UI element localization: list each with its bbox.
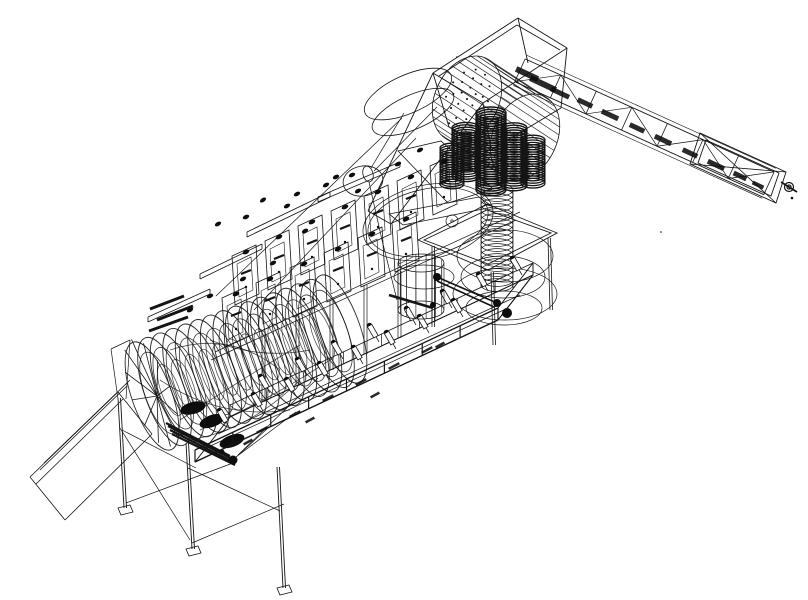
trommel-end-spokes [124, 339, 178, 447]
screen-panels-back-row [231, 154, 458, 306]
trommel-shadow-mass [180, 401, 245, 449]
conveyor-tail-pulley [783, 181, 795, 193]
trommel-hatch-marks [148, 294, 194, 333]
stand-table [416, 203, 559, 271]
frame-stringers [147, 161, 401, 323]
conveyor-material [514, 66, 765, 190]
center-column-coil [480, 183, 514, 292]
stray-specks [456, 56, 794, 233]
stand-bowls [362, 182, 558, 326]
deck-surface-lines [205, 294, 521, 449]
discharge-chute [29, 379, 153, 521]
drum-drive-bar [388, 293, 434, 310]
drum-drive [436, 276, 498, 308]
idler-brackets-far [257, 255, 523, 394]
drive-pulleys [430, 273, 512, 318]
deck-rail-far [229, 262, 534, 418]
clamp-fittings [186, 147, 424, 313]
leg-braces [119, 427, 285, 544]
support-legs [117, 397, 293, 596]
dust-hood-lines [215, 106, 438, 311]
belt-pulley [219, 449, 238, 465]
tail-pulley-axle [780, 181, 798, 193]
deck-fittings [242, 341, 446, 446]
deck-rail-near [194, 307, 499, 463]
idler-brackets-near [216, 297, 464, 428]
center-column-sides [480, 190, 514, 288]
discharge-conveyor-frame [513, 54, 776, 199]
conveyor-head-bracing [689, 132, 787, 204]
deck-rail-end [497, 262, 534, 321]
